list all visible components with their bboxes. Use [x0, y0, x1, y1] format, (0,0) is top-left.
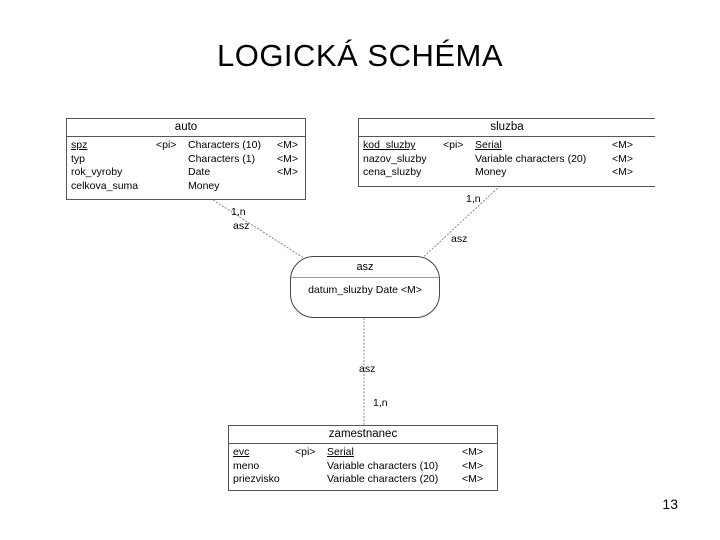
attribute-type: Variable characters (20) [475, 152, 587, 165]
entity-sluzba-row: kod_sluzby <pi> Serial <M> [359, 139, 655, 153]
entity-zamestnanec-row: priezvisko Variable characters (20) <M> [229, 473, 497, 487]
attribute-name: typ [71, 152, 86, 165]
relationship-attribute: datum_sluzby Date <M> [308, 284, 422, 296]
link-auto-asz [209, 197, 311, 263]
entity-auto-title: auto [67, 119, 305, 137]
attribute-name: priezvisko [233, 473, 280, 485]
attribute-type: Date [188, 166, 211, 178]
attribute-mandatory: <M> [612, 152, 634, 165]
entity-sluzba-title: sluzba [359, 119, 655, 137]
link-sluzba-asz [417, 185, 501, 263]
attribute-mandatory: <M> [277, 139, 299, 151]
attribute-type: Characters (1) [188, 152, 256, 165]
attribute-type: Characters (10) [188, 139, 261, 151]
entity-sluzba[interactable]: sluzba kod_sluzby <pi> Serial <M> nazov_… [358, 118, 655, 187]
attribute-mandatory: <M> [462, 446, 484, 458]
attribute-name: rok_vyroby [71, 166, 123, 178]
attribute-mandatory: <M> [277, 166, 299, 178]
attribute-mandatory: <M> [612, 166, 634, 178]
attribute-type: Money [188, 179, 220, 192]
attribute-type: Variable characters (10) [327, 459, 439, 472]
attribute-mandatory: <M> [277, 152, 299, 165]
entity-zamestnanec[interactable]: zamestnanec evc <pi> Serial <M> meno Var… [228, 425, 498, 491]
attribute-type: Money [475, 166, 507, 178]
attribute-name: cena_sluzby [363, 166, 422, 178]
attribute-name: spz [71, 139, 88, 151]
attribute-mandatory: <M> [462, 473, 484, 485]
attribute-mandatory: <M> [462, 459, 484, 472]
entity-zamestnanec-row: meno Variable characters (10) <M> [229, 460, 497, 474]
sluzba-cardinality-label: 1,n [466, 193, 481, 205]
auto-cardinality-label: 1,n [231, 206, 246, 218]
sluzba-role-label: asz [451, 233, 468, 245]
attribute-type: Variable characters (20) [327, 473, 439, 485]
zamestnanec-cardinality-label: 1,n [373, 397, 388, 409]
entity-auto[interactable]: auto spz <pi> Characters (10) <M> typ Ch… [66, 118, 306, 200]
attribute-key: <pi> [443, 139, 464, 151]
entity-auto-row: celkova_suma Money [67, 180, 305, 194]
attribute-name: meno [233, 459, 260, 472]
relationship-asz[interactable]: asz datum_sluzby Date <M> [290, 256, 440, 318]
attribute-key: <pi> [156, 139, 177, 151]
entity-zamestnanec-row: evc <pi> Serial <M> [229, 446, 497, 460]
attribute-name: evc [233, 446, 250, 458]
attribute-mandatory: <M> [612, 139, 634, 151]
entity-auto-row: typ Characters (1) <M> [67, 153, 305, 167]
attribute-type: Serial [475, 139, 502, 151]
attribute-key: <pi> [295, 446, 316, 458]
entity-auto-row: spz <pi> Characters (10) <M> [67, 139, 305, 153]
entity-auto-row: rok_vyroby Date <M> [67, 166, 305, 180]
entity-sluzba-row: nazov_sluzby Variable characters (20) <M… [359, 153, 655, 167]
relationship-title: asz [291, 257, 439, 278]
auto-role-label: asz [233, 220, 250, 232]
page-number: 13 [662, 496, 678, 512]
zamestnanec-role-label: asz [359, 363, 376, 375]
attribute-name: celkova_suma [71, 179, 139, 192]
attribute-type: Serial [327, 446, 354, 458]
page-title: LOGICKÁ SCHÉMA [216, 38, 504, 73]
entity-sluzba-row: cena_sluzby Money <M> [359, 166, 655, 180]
attribute-name: kod_sluzby [363, 139, 416, 151]
attribute-name: nazov_sluzby [363, 152, 427, 165]
entity-zamestnanec-title: zamestnanec [229, 426, 497, 444]
